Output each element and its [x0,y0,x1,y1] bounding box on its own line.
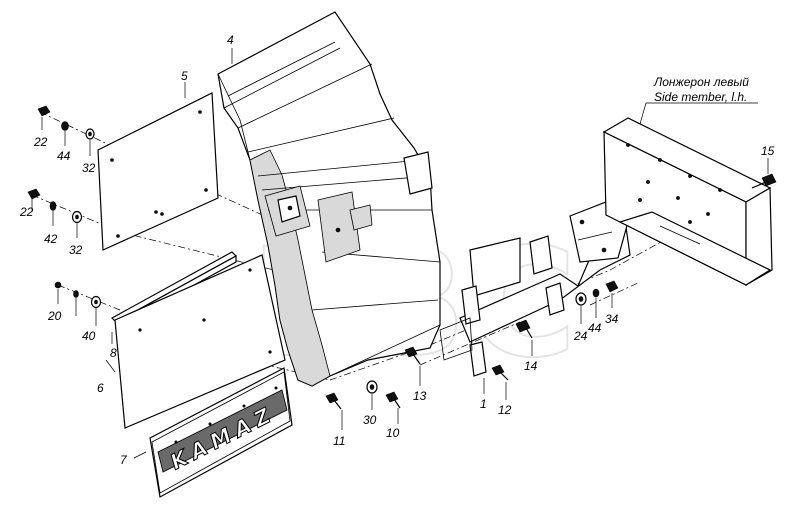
label-11: 11 [333,434,345,448]
label-8: 8 [110,346,117,360]
label-22-lower: 22 [19,205,34,219]
label-44-upper: 44 [57,149,71,163]
label-32-upper: 32 [82,161,96,175]
label-14: 14 [524,359,538,373]
label-5: 5 [181,69,188,83]
label-7: 7 [120,453,128,467]
caption-ru: Лонжерон левый [653,75,749,89]
label-15: 15 [761,144,775,158]
label-32-lower: 32 [69,243,83,257]
label-20: 20 [47,309,62,323]
label-34: 34 [605,312,619,326]
label-4: 4 [227,33,234,47]
caption-en: Side member, l.h. [654,90,747,104]
label-13: 13 [413,389,427,403]
label-1: 1 [480,397,487,411]
fender-4 [217,11,441,387]
bracket-1 [439,201,631,377]
side-member-caption: Лонжерон левый Side member, l.h. [653,75,749,104]
fasteners [27,105,777,410]
leader-lines [31,48,769,459]
mudflap-7: KAMAZ [149,367,293,498]
label-22-upper: 22 [33,135,48,149]
label-30: 30 [363,413,377,427]
side-member [602,117,773,287]
label-24: 24 [573,329,588,343]
label-44-right: 44 [588,321,602,335]
plate-6 [114,254,286,429]
plate-5 [97,92,219,251]
label-12: 12 [498,403,512,417]
part-labels: 4 5 22 44 32 22 42 32 20 40 8 6 7 11 30 … [19,33,775,467]
label-40: 40 [82,329,96,343]
label-42: 42 [44,232,58,246]
label-10: 10 [386,426,400,440]
label-6: 6 [97,381,104,395]
